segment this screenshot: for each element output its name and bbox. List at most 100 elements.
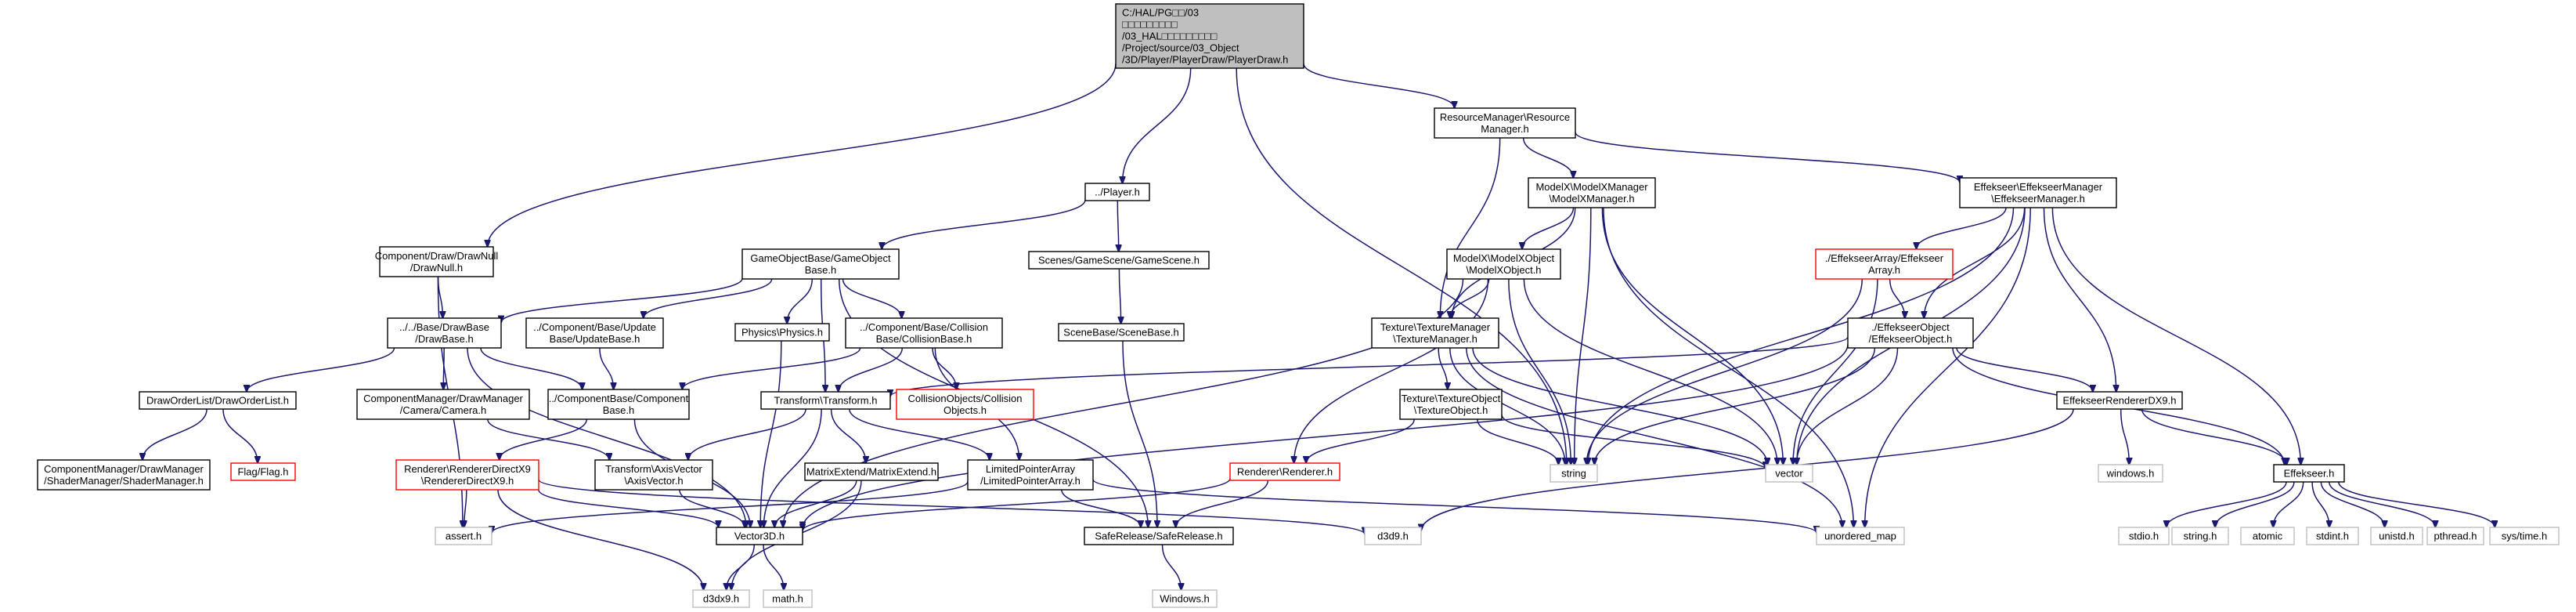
edge-efkmgr-to-efkrdx9 [2043, 207, 2116, 392]
node-windows_l: windows.h [2098, 464, 2163, 483]
node-updatebase[interactable]: ../Component/Base/UpdateBase/UpdateBase.… [525, 317, 664, 349]
edge-efkobj-to-vector [1797, 347, 1899, 465]
node-box [692, 589, 750, 608]
node-texmgr[interactable]: Texture\TextureManager\TextureManager.h [1371, 317, 1499, 349]
node-rendererdx9[interactable]: Renderer\RendererDirectX9\RendererDirect… [395, 459, 539, 491]
node-efkobj[interactable]: ./EffekseerObject/EffekseerObject.h [1847, 317, 1974, 349]
node-colbase[interactable]: ../Component/Base/CollisionBase/Collisio… [845, 317, 1003, 349]
node-label-line: Effekseer\EffekseerManager [1974, 181, 2103, 193]
edge-colbase-to-compbase [682, 347, 861, 389]
node-label-line: ModelX\ModelXObject [1453, 252, 1555, 264]
node-d3d9: d3d9.h [1364, 527, 1422, 545]
node-box [1115, 3, 1304, 69]
node-efkmgr[interactable]: Effekseer\EffekseerManager\EffekseerMana… [1959, 177, 2117, 208]
node-transform[interactable]: Transform\Transform.h [760, 391, 891, 410]
edge-vector3d-to-d3dx9 [727, 544, 756, 590]
node-matrixext[interactable]: MatrixExtend/MatrixExtend.h [804, 462, 939, 481]
node-efkarray[interactable]: ./EffekseerArray/EffekseerArray.h [1815, 248, 1954, 280]
edge-lpa-to-safe [1061, 489, 1141, 527]
edge-renderer-to-vector3d [803, 478, 1231, 531]
node-texobj[interactable]: Texture\TextureObject\TextureObject.h [1399, 389, 1503, 420]
node-box [2171, 527, 2229, 545]
node-label-line: Transform\AxisVector [605, 463, 702, 475]
node-box [594, 459, 713, 491]
node-efk[interactable]: Effekseer.h [2273, 464, 2345, 483]
node-atomic: atomic [2240, 527, 2295, 545]
node-flag[interactable]: Flag/Flag.h [230, 462, 296, 481]
node-drawnull[interactable]: Component/Draw/DrawNull/DrawNull.h [375, 246, 499, 277]
node-label-line: string.h [2184, 531, 2217, 542]
node-renderer[interactable]: Renderer\Renderer.h [1229, 462, 1340, 481]
node-box [896, 389, 1034, 420]
node-shadermgr[interactable]: ComponentManager/DrawManager/ShaderManag… [37, 459, 211, 491]
node-label-line: ResourceManager\Resource [1440, 111, 1570, 123]
node-gamescene[interactable]: Scenes/GameScene/GameScene.h [1028, 251, 1210, 270]
node-axisvector[interactable]: Transform\AxisVector\AxisVector.h [594, 459, 713, 491]
edge-drawbase-to-vector3d [467, 347, 746, 527]
edge-resmgr-to-efkmgr [1575, 132, 1960, 183]
node-label-line: ../../Base/DrawBase [399, 321, 489, 333]
node-label-line: Flag/Flag.h [237, 466, 288, 478]
node-systime: sys/time.h [2489, 527, 2560, 545]
node-label-line: Texture\TextureObject [1402, 393, 1501, 404]
edge-efk-to-atomic [2273, 481, 2304, 527]
node-label-line: Component/Draw/DrawNull [375, 250, 499, 262]
edge-texmgr-to-string [1449, 347, 1565, 465]
edge-rendererdx9-to-assert [464, 489, 467, 527]
edge-root-to-resmgr [1303, 63, 1455, 108]
edge-gobase-to-updatebase [644, 278, 773, 318]
edge-rendererdx9-to-vector3d [538, 489, 719, 527]
edge-vector3d-to-math [763, 544, 784, 590]
edge-player-to-gobase [882, 199, 1086, 249]
edge-scenebase-to-safe [1122, 340, 1157, 527]
node-colobjects[interactable]: CollisionObjects/CollisionObjects.h [896, 389, 1034, 420]
node-lpa[interactable]: LimitedPointerArray/LimitedPointerArray.… [967, 459, 1094, 491]
node-label-line: Array.h [1868, 264, 1900, 276]
node-drawolist[interactable]: DrawOrderList/DrawOrderList.h [139, 391, 297, 410]
node-box [356, 389, 530, 420]
node-box [804, 462, 939, 481]
node-vector3d[interactable]: Vector3D.h [716, 527, 803, 545]
node-label-line: atomic [2253, 531, 2283, 542]
edge-texmgr-to-vector [1472, 347, 1767, 465]
node-safe[interactable]: SafeRelease/SafeRelease.h [1084, 527, 1234, 545]
node-label-line: /Project/source/03_Object [1122, 42, 1239, 54]
node-scenebase[interactable]: SceneBase/SceneBase.h [1058, 323, 1185, 342]
node-label-line: SafeRelease/SafeRelease.h [1095, 531, 1222, 542]
node-label-line: MatrixExtend/MatrixExtend.h [806, 466, 936, 478]
edge-efkmgr-to-string [1588, 207, 2015, 465]
node-resmgr[interactable]: ResourceManager\ResourceManager.h [1434, 107, 1576, 139]
node-box [387, 317, 502, 349]
node-root[interactable]: C:/HAL/PG□□/03□□□□□□□□□/03_HAL□□□□□□□□□/… [1115, 3, 1304, 69]
node-vector: vector [1765, 464, 1813, 483]
edge-safe-to-windowsh [1161, 544, 1182, 590]
node-gobase[interactable]: GameObjectBase/GameObjectBase.h [741, 248, 900, 280]
edge-player-to-gamescene [1117, 200, 1118, 252]
node-cameramgr[interactable]: ComponentManager/DrawManager/Camera/Came… [356, 389, 530, 420]
node-d3dx9: d3dx9.h [692, 589, 750, 608]
edge-efkrdx9-to-windows_l [2120, 408, 2130, 465]
node-label-line: CollisionObjects/Collision [908, 393, 1023, 404]
node-drawbase[interactable]: ../../Base/DrawBase/DrawBase.h [387, 317, 502, 349]
node-modelxobj[interactable]: ModelX\ModelXObject\ModelXObject.h [1446, 248, 1561, 280]
node-box [1399, 389, 1503, 420]
node-box [1058, 323, 1185, 342]
node-modelxmgr[interactable]: ModelX\ModelXManager\ModelXManager.h [1528, 177, 1656, 208]
node-label-line: pthread.h [2434, 531, 2477, 542]
node-box [1364, 527, 1422, 545]
node-label-line: EffekseerRendererDX9.h [2062, 395, 2176, 407]
node-box [2098, 464, 2163, 483]
node-label-line: ./EffekseerArray/Effekseer [1825, 252, 1944, 264]
edge-cameramgr-to-axisvector [487, 418, 609, 460]
node-label-line: \RendererDirectX9.h [421, 475, 514, 487]
node-box [139, 391, 297, 410]
node-box [1847, 317, 1974, 349]
node-box [395, 459, 539, 491]
node-physics[interactable]: Physics\Physics.h [734, 323, 830, 342]
node-player[interactable]: ../Player.h [1084, 183, 1150, 201]
edge-renderer-to-safe [1176, 480, 1269, 527]
node-compbase[interactable]: ../ComponentBase/ComponentBase.h [547, 389, 690, 420]
edge-efk-to-unistd [2320, 481, 2384, 527]
node-efkrdx9[interactable]: EffekseerRendererDX9.h [2056, 391, 2183, 410]
